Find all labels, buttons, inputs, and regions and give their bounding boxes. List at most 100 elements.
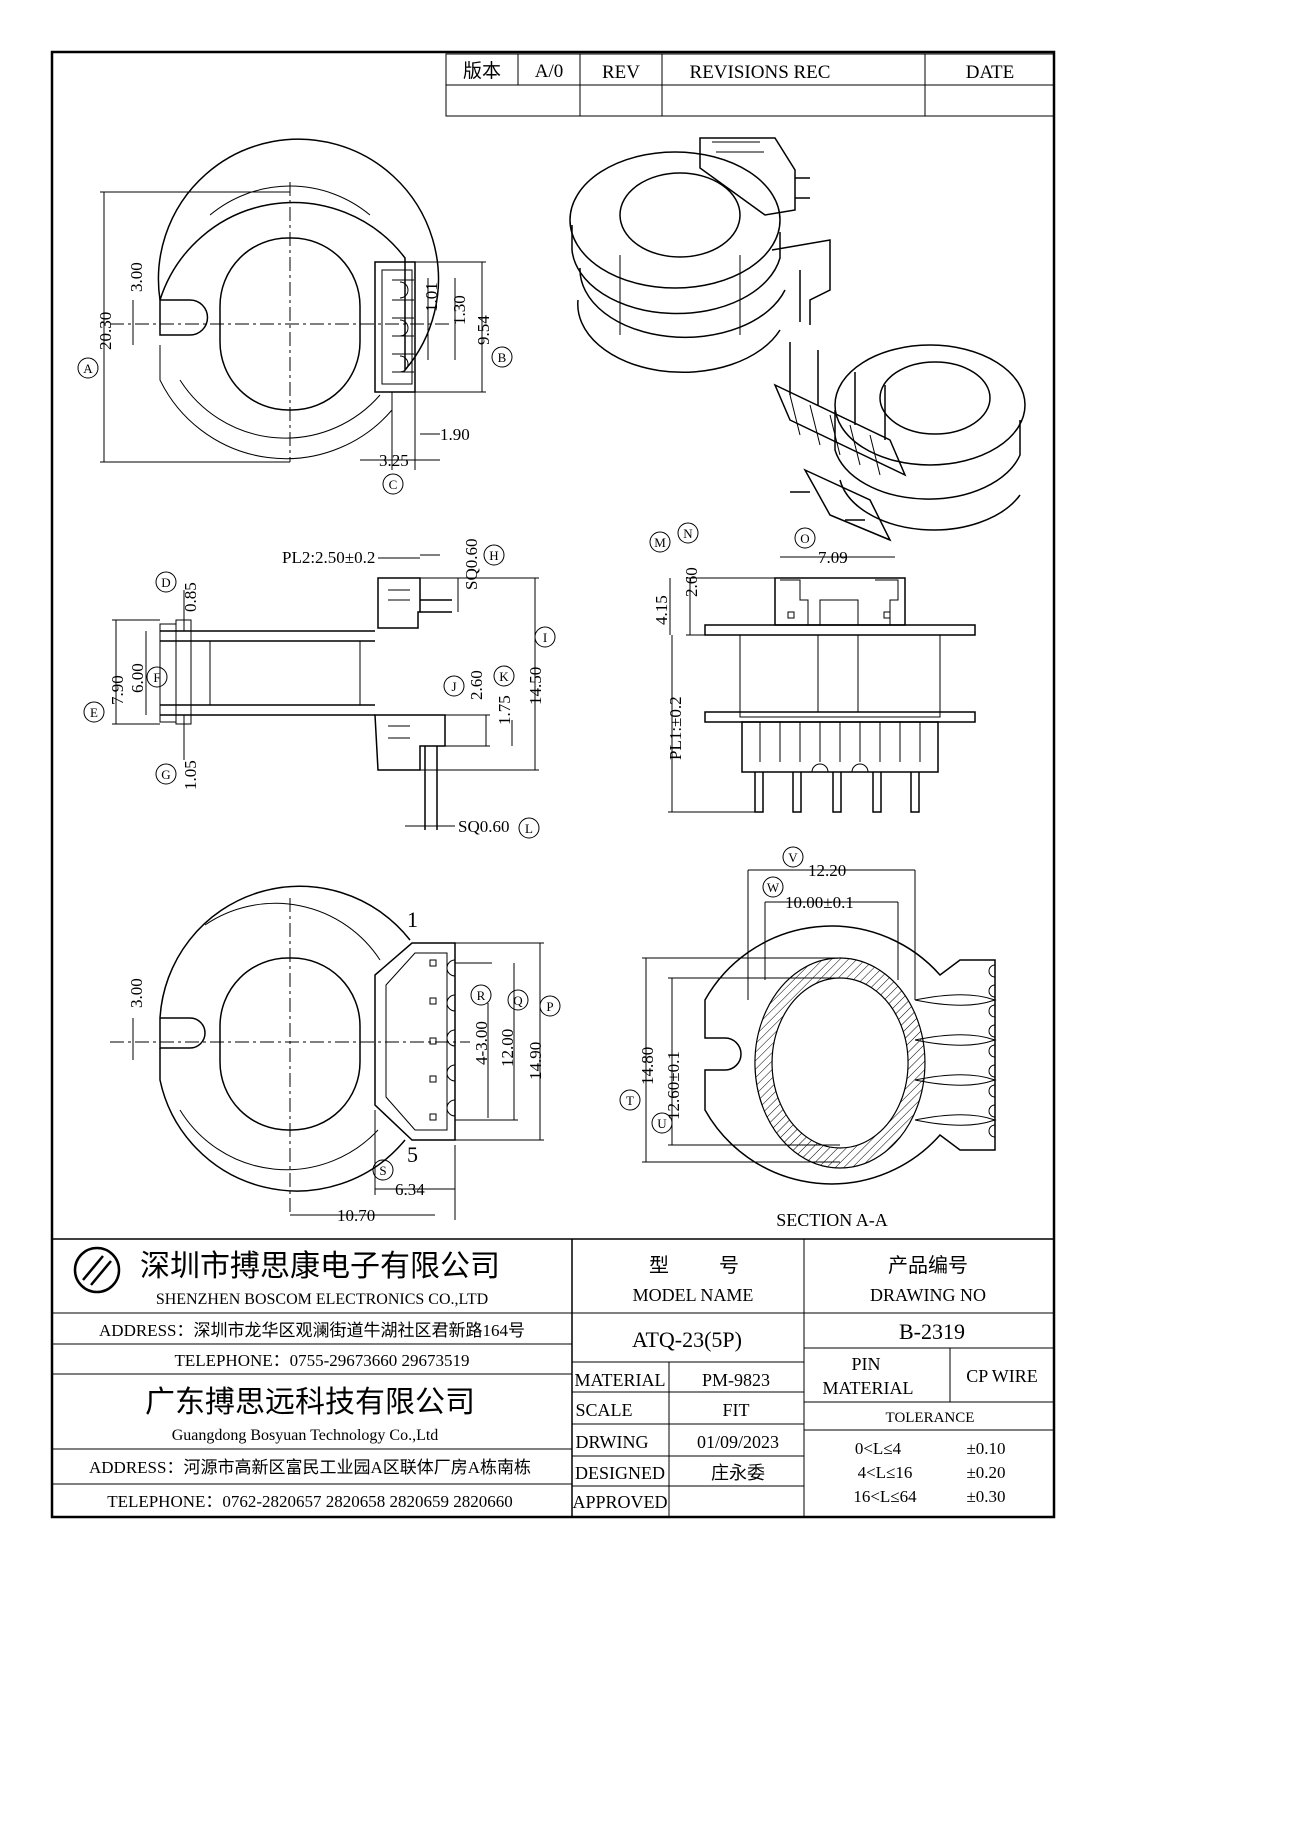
- scale-label: SCALE: [575, 1400, 632, 1420]
- svg-text:A: A: [83, 361, 93, 376]
- section-caption: SECTION A-A: [776, 1210, 888, 1230]
- svg-text:F: F: [153, 670, 160, 685]
- model-en: MODEL NAME: [633, 1285, 754, 1305]
- svg-text:G: G: [161, 767, 170, 782]
- callout-j: J: [443, 675, 465, 697]
- dim-1480-text: 14.80: [638, 1047, 657, 1085]
- svg-text:M: M: [654, 535, 666, 550]
- svg-text:R: R: [477, 988, 486, 1003]
- revision-block: 版本 A/0 REV REVISIONS REC DATE: [445, 53, 1055, 117]
- address-2: ADDRESS：河源市高新区富民工业园A区联体厂房A栋南栋: [89, 1458, 531, 1477]
- svg-text:K: K: [499, 669, 509, 684]
- company2-cn: 广东搏思远科技有限公司: [145, 1386, 475, 1419]
- dim-a-text: 20.30: [96, 312, 115, 350]
- tolerance-label: TOLERANCE: [886, 1410, 975, 1426]
- dim-190-text: 1.90: [440, 425, 470, 444]
- top-view: 20.30 3.00 9.54 1.01 1.30 1.90 3.25: [96, 138, 493, 470]
- callout-g: G: [155, 763, 177, 785]
- material-value: PM-9823: [702, 1370, 770, 1390]
- model-value: ATQ-23(5P): [632, 1327, 742, 1352]
- svg-text:Q: Q: [513, 993, 523, 1008]
- model-cn-2: 号: [719, 1255, 739, 1277]
- dim-634-text: 6.34: [395, 1180, 425, 1199]
- dim-1260-text: 12.60±0.1: [664, 1051, 683, 1120]
- dim-325-text: 3.25: [379, 451, 409, 470]
- pin-5-label: 5: [407, 1142, 418, 1167]
- svg-text:I: I: [543, 630, 547, 645]
- dim-side-260-text: 2.60: [467, 670, 486, 700]
- title-block: 深圳市搏思康电子有限公司 SHENZHEN BOSCOM ELECTRONICS…: [52, 1238, 1054, 1517]
- callout-k: K: [493, 665, 515, 687]
- callout-o: O: [794, 527, 816, 549]
- dim-709-text: 7.09: [818, 548, 848, 567]
- callout-c: C: [382, 473, 404, 495]
- svg-text:W: W: [767, 880, 780, 895]
- dim-1220-text: 12.20: [808, 861, 846, 880]
- callout-e: E: [83, 701, 105, 723]
- callout-s: S: [372, 1159, 394, 1181]
- telephone-2: TELEPHONE：0762-2820657 2820658 2820659 2…: [107, 1492, 513, 1511]
- callout-n: N: [677, 522, 699, 544]
- section-view: 12.20 10.00±0.1 14.80 12.60±0.1 SECTION …: [638, 861, 997, 1230]
- callout-w: W: [762, 876, 784, 898]
- callout-d: D: [155, 571, 177, 593]
- dim-1000-text: 10.00±0.1: [785, 893, 854, 912]
- telephone-1: TELEPHONE：0755-29673660 29673519: [174, 1351, 469, 1370]
- callout-v: V: [782, 846, 804, 868]
- dim-1490-text: 14.90: [526, 1042, 545, 1080]
- material-label: MATERIAL: [575, 1370, 666, 1390]
- callout-r: R: [470, 984, 492, 1006]
- engineering-drawing-sheet: 版本 A/0 REV REVISIONS REC DATE 20.30 3.00: [50, 50, 1056, 1519]
- callout-m: M: [649, 531, 671, 553]
- designed-value: 庄永委: [711, 1463, 765, 1483]
- company-logo-icon: [73, 1246, 121, 1294]
- drawing-date: 01/09/2023: [697, 1432, 779, 1452]
- scale-value: FIT: [723, 1400, 750, 1420]
- dim-415-text: 4.15: [652, 595, 671, 625]
- model-cn-1: 型: [649, 1254, 669, 1277]
- drawing-label: DRWING: [576, 1432, 649, 1452]
- dim-1200-text: 12.00: [498, 1029, 517, 1067]
- svg-text:L: L: [525, 821, 533, 836]
- callout-a: A: [77, 357, 99, 379]
- dim-b-text: 9.54: [474, 315, 493, 345]
- drawing-value: B-2319: [899, 1319, 965, 1344]
- drawing-en: DRAWING NO: [870, 1285, 986, 1305]
- svg-text:S: S: [379, 1163, 386, 1178]
- revisions-label: REVISIONS REC: [690, 62, 831, 83]
- callout-b: B: [491, 346, 513, 368]
- tolerance-value-0: ±0.10: [966, 1439, 1005, 1458]
- svg-text:U: U: [657, 1116, 667, 1131]
- bottom-view: 1 5 3.00 4-3.00 12.00 14.90 6.34 10.70: [110, 885, 545, 1225]
- address-1: ADDRESS：深圳市龙华区观澜街道牛湖社区君新路164号: [99, 1321, 525, 1340]
- rev-label: REV: [602, 62, 640, 83]
- svg-text:D: D: [161, 575, 170, 590]
- svg-text:J: J: [451, 679, 456, 694]
- svg-text:N: N: [683, 526, 693, 541]
- callout-u: U: [651, 1112, 673, 1134]
- dim-085-text: 0.85: [181, 582, 200, 612]
- svg-text:E: E: [90, 705, 98, 720]
- pin-material-label-1: PIN: [851, 1354, 880, 1374]
- front-view: 7.09 2.60 4.15 PL1:±0.2: [652, 548, 976, 813]
- callout-i: I: [534, 626, 556, 648]
- dim-sq-l-text: SQ0.60: [458, 817, 509, 836]
- drawing-cn: 产品编号: [888, 1254, 968, 1277]
- dim-front-260-text: 2.60: [682, 567, 701, 597]
- date-label: DATE: [966, 62, 1015, 83]
- svg-text:T: T: [626, 1093, 634, 1108]
- svg-text:B: B: [498, 350, 507, 365]
- dim-sq-h-text: SQ0.60: [462, 539, 481, 590]
- dim-101-text: 1.01: [422, 282, 441, 312]
- dim-105-text: 1.05: [181, 760, 200, 790]
- company-en: SHENZHEN BOSCOM ELECTRONICS CO.,LTD: [156, 1291, 488, 1308]
- svg-text:H: H: [489, 548, 498, 563]
- tolerance-range-2: 16<L≤64: [853, 1487, 917, 1506]
- version-label: 版本: [463, 60, 501, 82]
- callout-q: Q: [507, 989, 529, 1011]
- tolerance-value-2: ±0.30: [966, 1487, 1005, 1506]
- tolerance-range-1: 4<L≤16: [858, 1463, 913, 1482]
- callout-f: F: [146, 666, 168, 688]
- approved-label: APPROVED: [572, 1492, 667, 1512]
- dim-600-text: 6.00: [128, 663, 147, 693]
